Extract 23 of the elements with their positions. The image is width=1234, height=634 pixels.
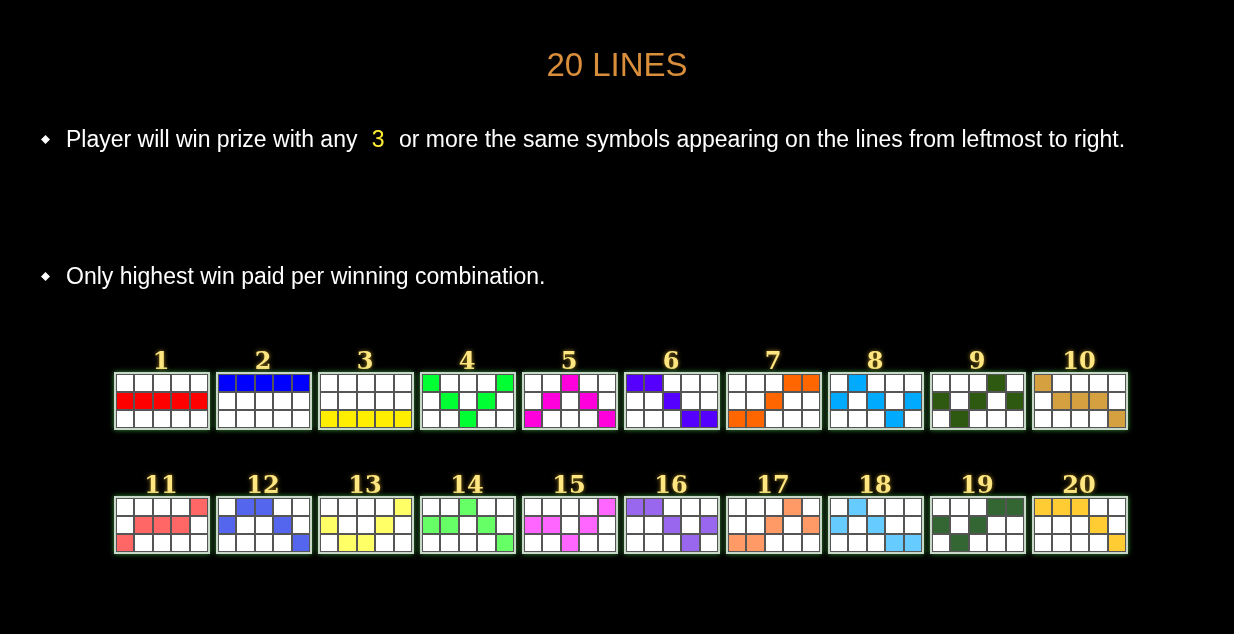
line-number: 17 [755, 470, 791, 500]
rule-text: Only highest win paid per winning combination. [66, 262, 547, 291]
line-number: 20 [1061, 470, 1097, 500]
line-number: 11 [143, 470, 179, 500]
line-number: 13 [347, 470, 383, 500]
line-number: 4 [457, 346, 477, 376]
rule-text: Player will win prize with any 3 or more the same symbols appearing on the lines from leftmost to right. [66, 125, 1127, 154]
heading: 20 LINES [545, 46, 689, 84]
line-number: 2 [253, 346, 273, 376]
line-number: 19 [959, 470, 995, 500]
line-number: 6 [661, 346, 681, 376]
line-number: 9 [967, 346, 987, 376]
line-number: 8 [865, 346, 885, 376]
line-number: 7 [763, 346, 783, 376]
line-number: 3 [355, 346, 375, 376]
line-number: 15 [551, 470, 587, 500]
line-number: 18 [857, 470, 893, 500]
line-number: 5 [559, 346, 579, 376]
line-number: 10 [1061, 346, 1097, 376]
line-number: 12 [245, 470, 281, 500]
line-number: 1 [151, 346, 171, 376]
line-number: 14 [449, 470, 485, 500]
line-number: 16 [653, 470, 689, 500]
